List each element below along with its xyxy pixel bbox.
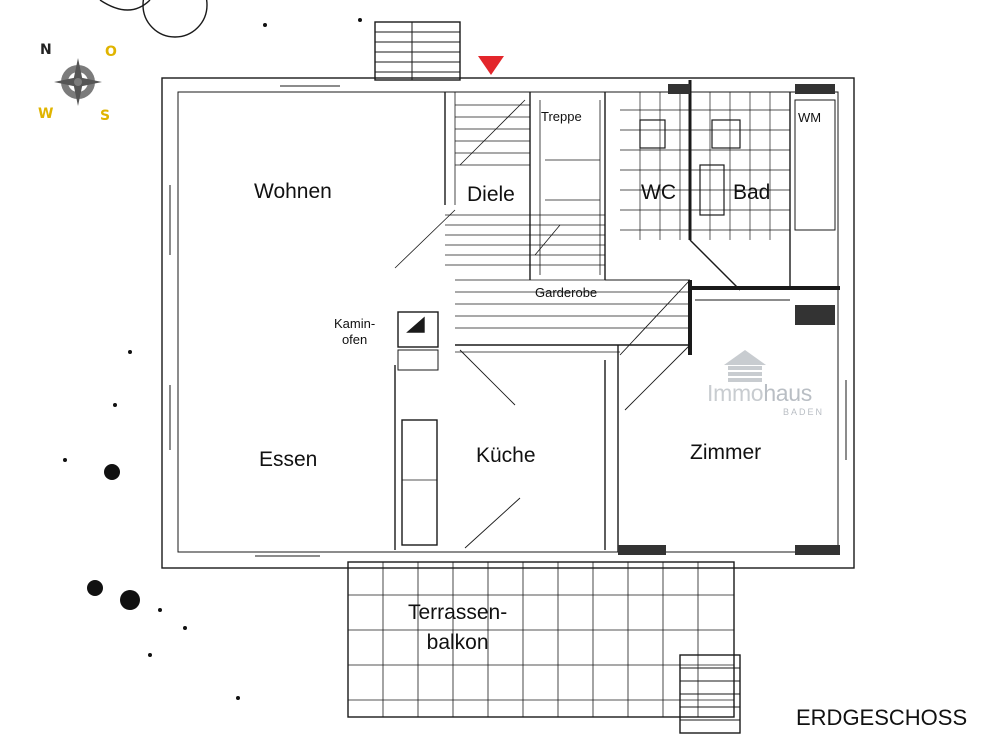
immohaus-logo: Immohaus bbox=[707, 380, 812, 407]
terrasse-line2: balkon bbox=[426, 631, 489, 654]
room-garderobe: Garderobe bbox=[535, 285, 598, 300]
logo-bold: Immo bbox=[707, 380, 764, 406]
floor-label: ERDGESCHOSS bbox=[796, 705, 968, 730]
compass-rose bbox=[54, 58, 102, 106]
room-zimmer: Zimmer bbox=[690, 441, 762, 464]
terrasse-line1: Terrassen- bbox=[408, 601, 508, 624]
kaminofen-line1: Kamin- bbox=[334, 316, 376, 331]
room-wc: WC bbox=[641, 181, 676, 204]
room-kaminofen: Kamin- ofen bbox=[334, 316, 375, 349]
wc-toilet bbox=[639, 119, 666, 149]
bad-sink bbox=[711, 119, 741, 149]
room-diele: Diele bbox=[467, 183, 515, 206]
wm-counter bbox=[794, 99, 836, 231]
room-wohnen: Wohnen bbox=[254, 180, 332, 203]
room-terrassenbalkon: Terrassen- balkon bbox=[408, 598, 507, 658]
logo-rest: haus bbox=[763, 380, 812, 406]
kaminofen-line2: ofen bbox=[341, 332, 368, 348]
room-essen: Essen bbox=[259, 448, 318, 471]
room-kueche: Küche bbox=[476, 444, 536, 467]
compass-south: S bbox=[100, 108, 111, 124]
logo-house-icon bbox=[724, 350, 766, 382]
room-bad: Bad bbox=[733, 181, 771, 204]
entrance-stairs bbox=[374, 21, 461, 81]
room-wm: WM bbox=[798, 110, 822, 125]
room-treppe: Treppe bbox=[541, 109, 582, 124]
compass-north: N bbox=[40, 42, 52, 58]
compass-east: O bbox=[105, 44, 117, 60]
kitchen-counter bbox=[401, 419, 438, 546]
compass-west: W bbox=[38, 106, 54, 122]
tree bbox=[142, 0, 208, 38]
bad-tub bbox=[699, 164, 725, 216]
terrace bbox=[347, 561, 735, 718]
outer-wall bbox=[161, 77, 855, 569]
kaminofen-box bbox=[397, 311, 439, 348]
logo-subtitle: BADEN bbox=[783, 407, 825, 417]
inner-outer-wall bbox=[177, 91, 839, 553]
entrance-marker bbox=[478, 56, 504, 75]
